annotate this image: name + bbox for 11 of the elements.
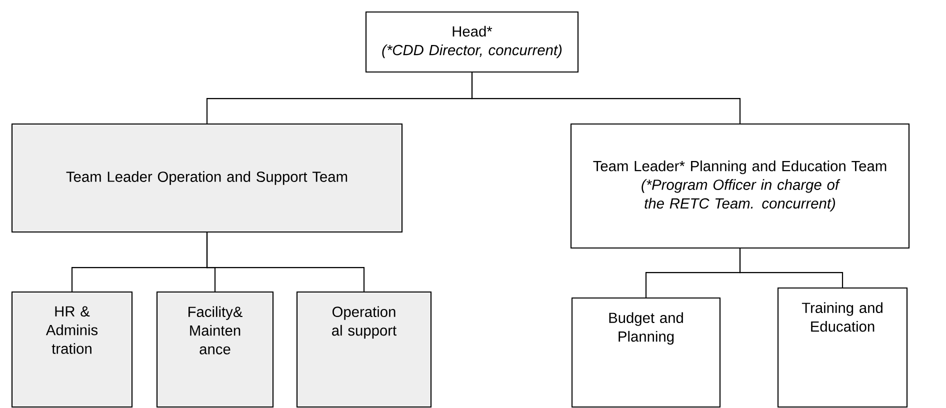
org-box: Budget and Planning — [571, 297, 721, 408]
org-box: Facility& Mainten ance — [156, 291, 274, 408]
org-box: Head* (*CDD Director, concurrent) — [365, 11, 579, 73]
connector-line — [206, 232, 365, 292]
connector-line — [739, 248, 844, 288]
connector-line — [471, 72, 741, 124]
org-box: Operation al support — [296, 291, 432, 408]
org-box: HR & Adminis tration — [11, 291, 133, 408]
org-box: Team Leader* Planning and Education Team (*Program Officer in charge of the RETC Team. concurrent) — [570, 123, 910, 249]
org-box: Training and Education — [777, 287, 908, 408]
org-box: Team Leader Operation and Support Team — [11, 123, 403, 233]
